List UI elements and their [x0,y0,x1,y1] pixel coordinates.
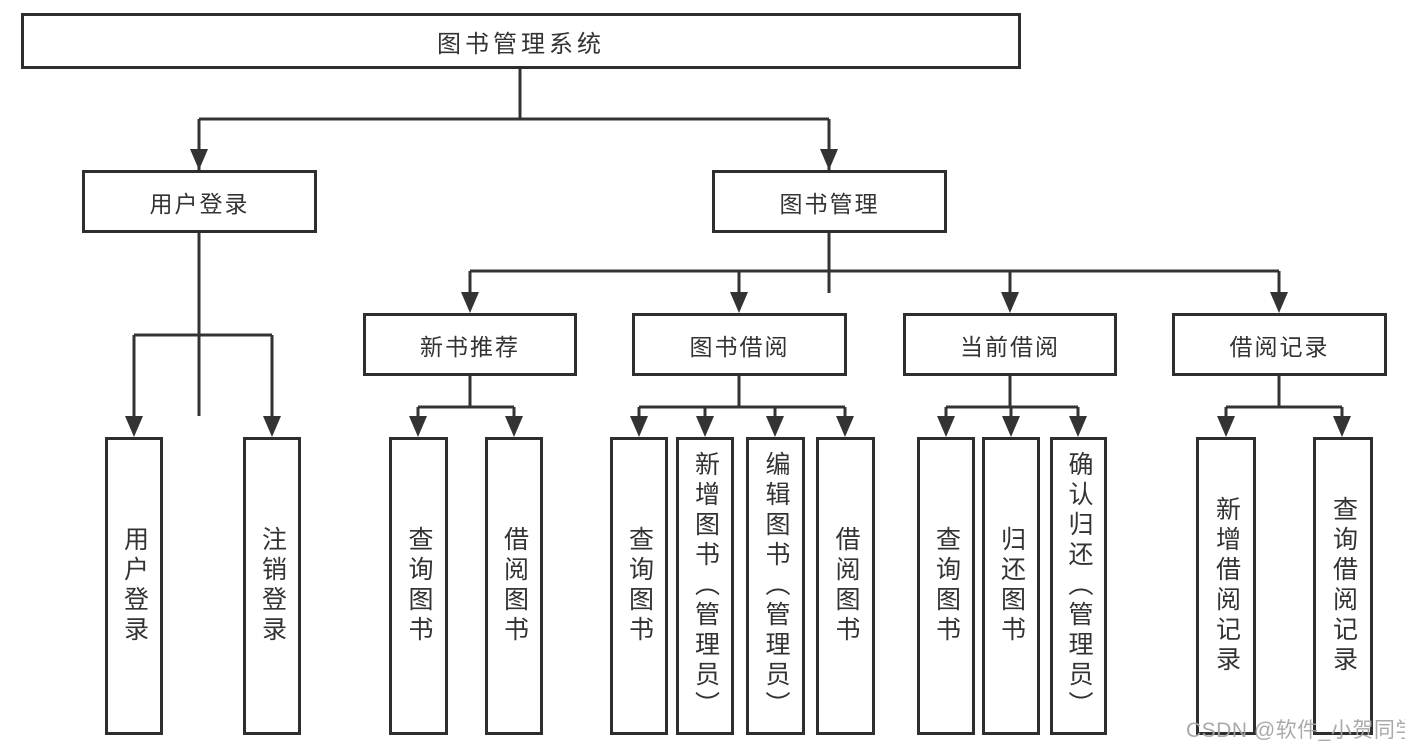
branch-book-management [468,233,1281,293]
node-borrowing-records: 借阅记录 [1172,313,1387,376]
leaf-add-book-admin: 新增图书（管理员） [676,437,734,735]
leaf-query-books-borrowing: 查询图书 [610,437,668,735]
node-current-borrowing: 当前借阅 [903,313,1117,376]
leaf-query-books-recommend: 查询图书 [389,437,448,735]
branch-root [197,69,831,416]
leaf-return-books: 归还图书 [982,437,1040,735]
leaf-logout: 注销登录 [243,437,301,735]
node-book-management: 图书管理 [712,170,947,233]
watermark: CSDN @软件_小贺同学 [1186,719,1405,742]
node-new-book-recommend: 新书推荐 [363,313,577,376]
leaf-query-books-current: 查询图书 [917,437,975,735]
branch-user-login [132,233,274,416]
node-user-login: 用户登录 [82,170,317,233]
leaf-query-borrow-record: 查询借阅记录 [1313,437,1373,735]
leaf-confirm-return-admin: 确认归还（管理员） [1050,437,1107,735]
leaf-user-login: 用户登录 [105,437,163,735]
node-root: 图书管理系统 [21,13,1021,69]
arrowheads [125,149,1351,437]
node-book-borrowing: 图书借阅 [632,313,847,376]
branch-current-borrowing [944,376,1080,416]
branch-new-book-recommend [416,376,516,416]
branch-borrowing-records [1224,376,1344,416]
leaf-edit-book-admin: 编辑图书（管理员） [746,437,805,735]
branch-book-borrowing [637,376,847,416]
leaf-borrow-books-recommend: 借阅图书 [485,437,543,735]
leaf-add-borrow-record: 新增借阅记录 [1196,437,1256,735]
leaf-borrow-books-borrowing: 借阅图书 [816,437,875,735]
